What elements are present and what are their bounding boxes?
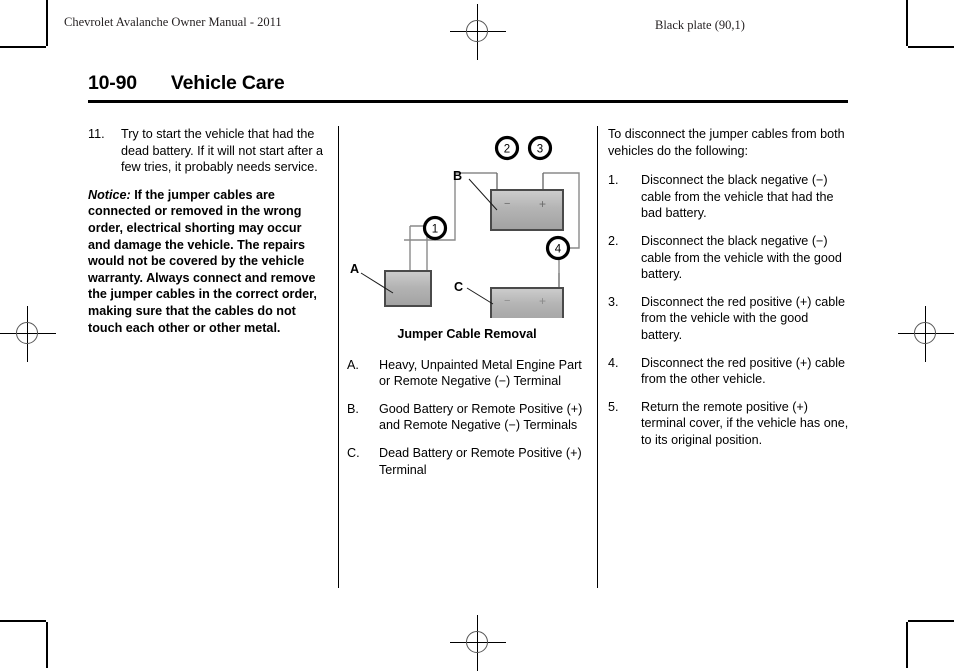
list-marker: 3.	[608, 294, 619, 309]
dead-battery-body	[490, 287, 564, 318]
list-text: Return the remote positive (+) terminal …	[641, 399, 849, 447]
engine-ground-block	[384, 270, 432, 307]
list-text: Disconnect the black negative (−) cable …	[641, 233, 842, 282]
svg-text:4: 4	[555, 244, 562, 256]
good-battery-body	[490, 189, 564, 231]
section-title: Vehicle Care	[170, 72, 285, 94]
page-header: 10-90 Vehicle Care	[88, 72, 848, 103]
running-head-left: Chevrolet Avalanche Owner Manual - 2011	[64, 15, 282, 29]
callout-3: 3	[527, 135, 553, 161]
legend-marker: B.	[347, 401, 359, 416]
crop-mark-bottom-left-vertical	[46, 622, 48, 668]
leader-lines	[360, 178, 498, 305]
legend-marker: A.	[347, 357, 359, 372]
list-text: Disconnect the black negative (−) cable …	[641, 173, 834, 221]
crop-mark-bottom-right-vertical	[906, 622, 908, 668]
list-item-step-5: 5. Return the remote positive (+) termin…	[608, 399, 850, 449]
registration-mark-bottom	[450, 615, 506, 671]
column-divider-right	[597, 126, 598, 588]
leader-line-c	[466, 287, 494, 305]
legend-item-c: C. Dead Battery or Remote Positive (+) T…	[347, 445, 587, 478]
cable-negative-good-battery	[404, 172, 497, 241]
list-item-step-11: 11. Try to start the vehicle that had th…	[88, 126, 326, 176]
list-text: Try to start the vehicle that had the de…	[121, 127, 324, 175]
leader-line-a	[360, 272, 394, 294]
dead-battery-plus-terminal: +	[539, 294, 546, 308]
diagram-label-a: A	[350, 262, 359, 276]
column-two: − + − + B A C 1	[347, 126, 587, 489]
list-text: Disconnect the red positive (+) cable fr…	[641, 294, 846, 342]
crop-mark-bottom-right-horizontal	[908, 620, 954, 622]
registration-circle-icon	[16, 322, 38, 344]
notice-label: Notice:	[88, 187, 131, 202]
jumper-cable-diagram-svg: − + − + B A C 1	[350, 135, 580, 318]
notice-text: If the jumper cables are connected or re…	[88, 187, 317, 335]
running-head-right: Black plate (90,1)	[655, 18, 745, 32]
registration-circle-icon	[466, 631, 488, 653]
good-battery-plus-terminal: +	[539, 197, 546, 211]
good-battery-minus-terminal: −	[504, 198, 510, 210]
column-one: 11. Try to start the vehicle that had th…	[88, 126, 326, 336]
page-number: 10-90	[88, 72, 137, 94]
list-marker: 1.	[608, 173, 619, 188]
column-divider-left	[338, 126, 339, 588]
legend-text: Dead Battery or Remote Positive (+) Term…	[379, 445, 582, 477]
crop-mark-bottom-left-horizontal	[0, 620, 46, 622]
legend-item-a: A. Heavy, Unpainted Metal Engine Part or…	[347, 357, 587, 390]
registration-circle-icon	[466, 20, 488, 42]
diagram-label-c: C	[454, 280, 463, 294]
list-marker: 5.	[608, 399, 619, 414]
column-three: To disconnect the jumper cables from bot…	[608, 126, 850, 460]
figure-caption: Jumper Cable Removal	[397, 327, 537, 341]
crop-mark-top-right-vertical	[906, 0, 908, 46]
svg-text:3: 3	[537, 144, 543, 156]
legend-marker: C.	[347, 445, 360, 460]
legend-text: Heavy, Unpainted Metal Engine Part or Re…	[379, 357, 582, 389]
page-title: 10-90 Vehicle Care	[88, 72, 848, 94]
callout-2: 2	[494, 135, 520, 161]
title-rule-divider	[88, 99, 848, 103]
notice-block: Notice: If the jumper cables are connect…	[88, 187, 326, 336]
registration-circle-icon	[914, 322, 936, 344]
list-item-step-4: 4. Disconnect the red positive (+) cable…	[608, 355, 850, 388]
legend-item-b: B. Good Battery or Remote Positive (+) a…	[347, 401, 587, 434]
list-item-step-2: 2. Disconnect the black negative (−) cab…	[608, 233, 850, 283]
legend-text: Good Battery or Remote Positive (+) and …	[379, 401, 583, 433]
callout-4: 4	[545, 235, 571, 261]
terminal-stubs	[496, 173, 560, 288]
leader-line-b	[468, 178, 498, 211]
list-item-step-3: 3. Disconnect the red positive (+) cable…	[608, 294, 850, 344]
registration-mark-left	[0, 306, 56, 362]
diagram-label-b: B	[453, 169, 462, 183]
list-text: Disconnect the red positive (+) cable fr…	[641, 355, 846, 387]
disconnect-intro-paragraph: To disconnect the jumper cables from bot…	[608, 127, 845, 158]
registration-mark-right	[898, 306, 954, 362]
dead-battery-minus-terminal: −	[504, 295, 510, 307]
list-marker: 2.	[608, 233, 619, 248]
list-item-step-1: 1. Disconnect the black negative (−) cab…	[608, 172, 850, 222]
crop-mark-top-left-horizontal	[0, 46, 46, 48]
svg-text:2: 2	[504, 144, 510, 156]
callout-1: 1	[422, 215, 448, 241]
registration-mark-top	[450, 4, 506, 60]
list-marker: 11.	[88, 127, 105, 141]
crop-mark-top-left-vertical	[46, 0, 48, 46]
crop-mark-top-right-horizontal	[908, 46, 954, 48]
list-marker: 4.	[608, 355, 619, 370]
jumper-cable-diagram: − + − + B A C 1	[347, 128, 587, 318]
svg-text:1: 1	[432, 224, 438, 236]
